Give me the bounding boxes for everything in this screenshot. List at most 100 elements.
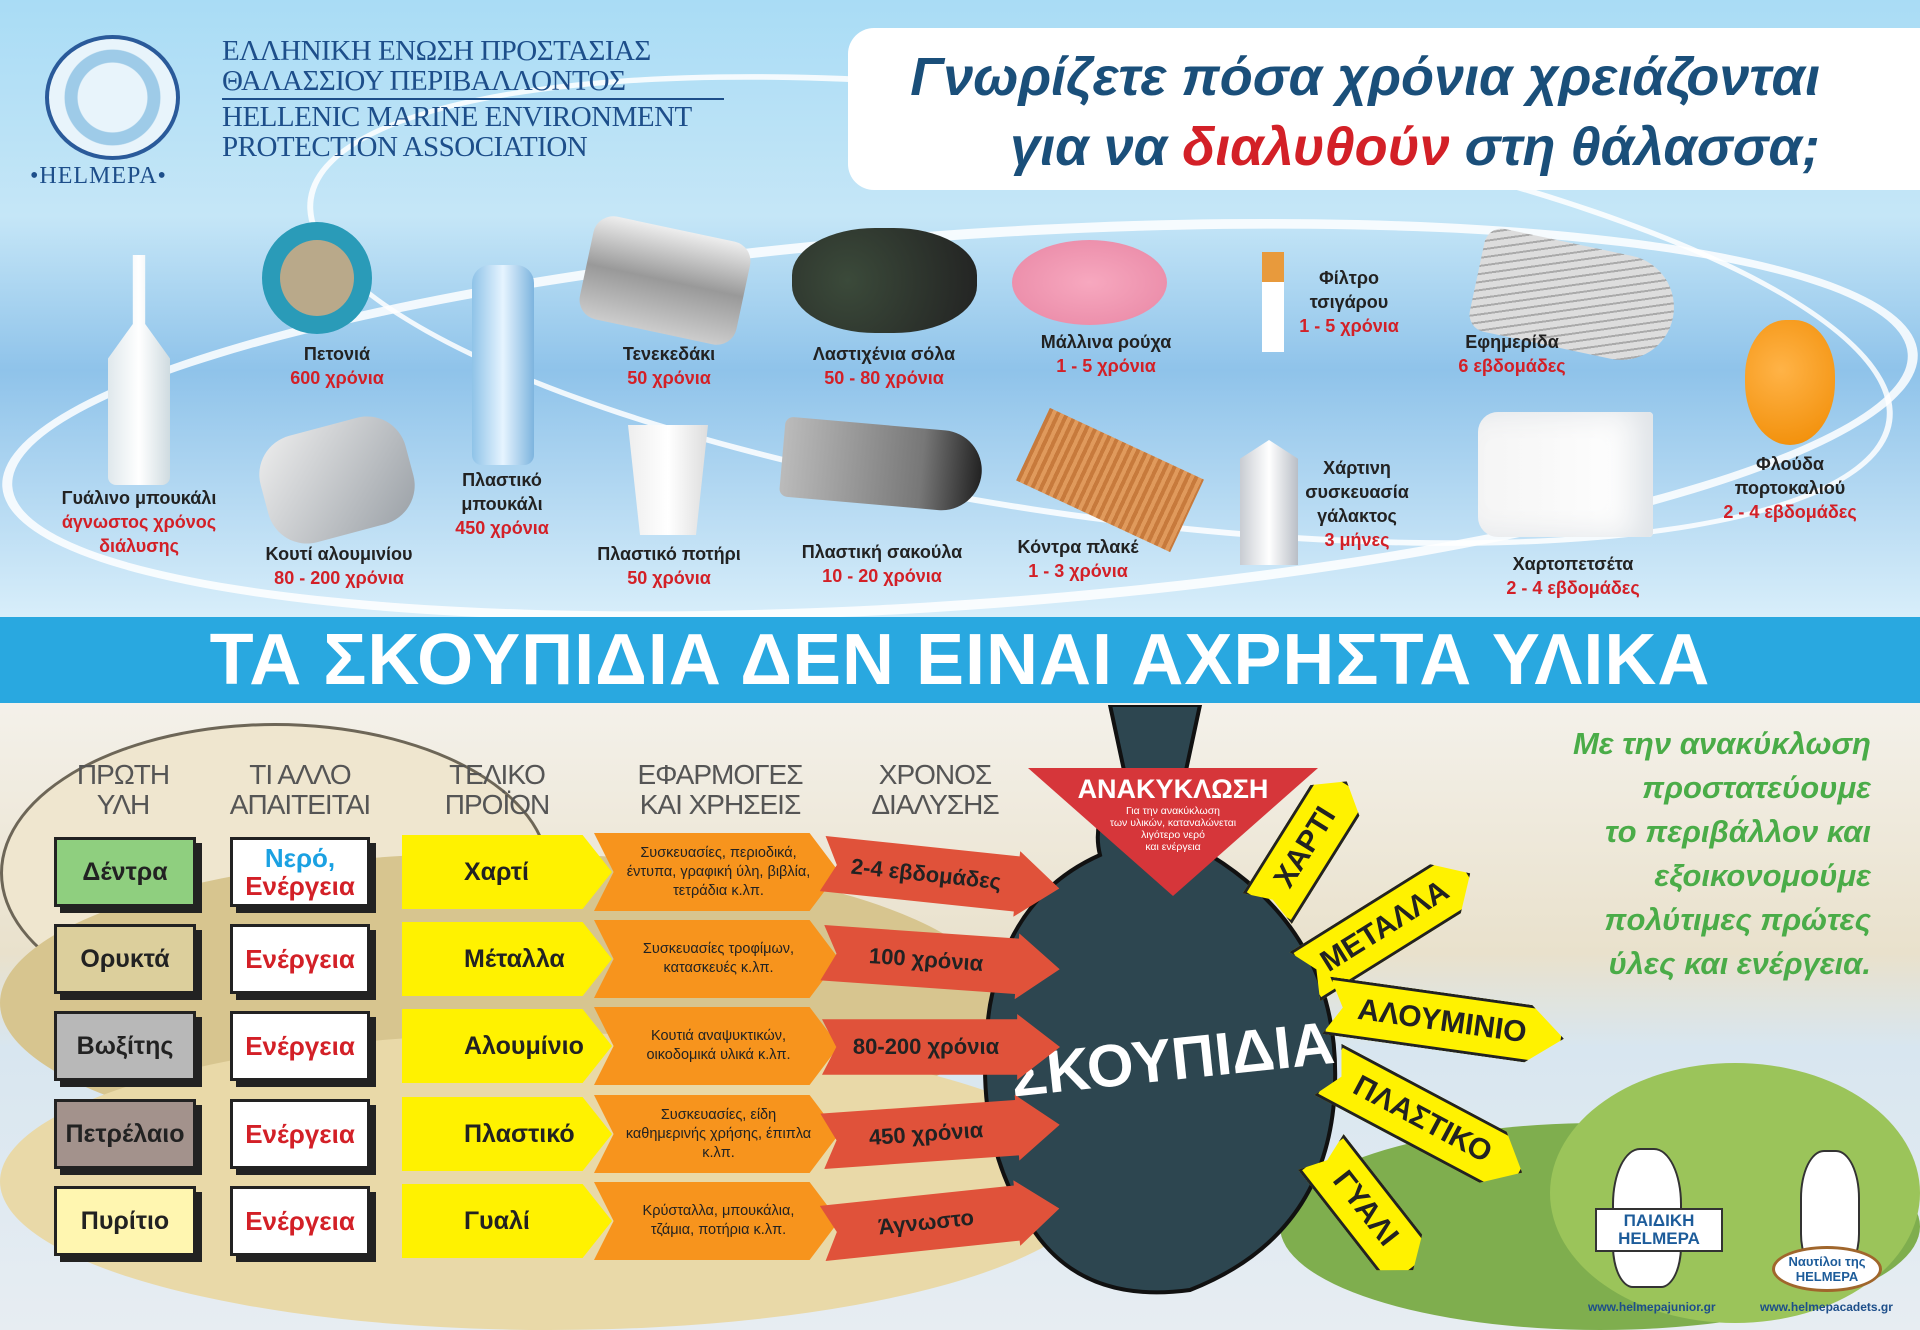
- item-name: Χάρτινη συσκευασία γάλακτος: [1305, 458, 1409, 526]
- product-box: Μέταλλα: [402, 922, 612, 996]
- item-name: Λαστιχένια σόλα: [812, 344, 956, 364]
- slogan: Με την ανακύκλωση προστατεύουμε το περιβ…: [1573, 722, 1871, 986]
- slogan-line: ύλες και ενέργεια.: [1608, 946, 1871, 981]
- uses-box: Συσκευασίες, είδη καθημερινής χρήσης, έπ…: [594, 1095, 839, 1173]
- time-arrow: 80-200 χρόνια: [822, 1014, 1060, 1080]
- sign-line: ΠΑΙΔΙΚΗ: [1623, 1211, 1695, 1230]
- requirement-water: Νερό,: [264, 843, 336, 873]
- item-name: Χαρτοπετσέτα: [1512, 554, 1634, 574]
- product-box: Χαρτί: [402, 835, 612, 909]
- item-time: 1 - 3 χρόνια: [1028, 561, 1128, 581]
- item-time: 3 μήνες: [1324, 530, 1390, 550]
- plastic-bottle-icon: [472, 265, 534, 465]
- banner: ΤΑ ΣΚΟΥΠΙΔΙΑ ΔΕΝ ΕΙΝΑΙ ΑΧΡΗΣΤΑ ΥΛΙΚΑ: [0, 617, 1920, 703]
- item-rubber-sole: Λαστιχένια σόλα 50 - 80 χρόνια: [813, 342, 955, 390]
- item-wool-clothes: Μάλλινα ρούχα 1 - 5 χρόνια: [1041, 330, 1172, 378]
- header-line: ΥΛΗ: [96, 789, 151, 820]
- item-name: Γυάλινο μπουκάλι: [61, 488, 217, 508]
- junior-url[interactable]: www.helmepajunior.gr: [1588, 1300, 1716, 1314]
- item-name: Πλαστική σακούλα: [801, 542, 963, 562]
- item-name: Τενεκεδάκι: [622, 344, 716, 364]
- milk-carton-icon: [1240, 440, 1298, 565]
- item-name: Κουτί αλουμινίου: [265, 544, 413, 564]
- item-time: άγνωστος χρόνος διάλυσης: [61, 512, 217, 556]
- requirements-box: Ενέργεια: [230, 1011, 370, 1081]
- requirements-box: Νερό,Ενέργεια: [230, 837, 370, 907]
- item-time: 2 - 4 εβδομάδες: [1723, 502, 1857, 522]
- fishing-line-reel-icon: [262, 222, 372, 334]
- wool-scarf-icon: [1012, 240, 1167, 325]
- uses-box: Κρύσταλλα, μπουκάλια, τζάμια, ποτήρια κ.…: [594, 1182, 839, 1260]
- title-box: Γνωρίζετε πόσα χρόνια χρειάζονται για να…: [848, 28, 1920, 190]
- item-name: Μάλλινα ρούχα: [1040, 332, 1172, 352]
- org-name-en-line: HELLENIC MARINE ENVIRONMENT: [222, 101, 692, 133]
- slogan-line: πολύτιμες πρώτες: [1604, 902, 1871, 937]
- header-line: ΕΦΑΡΜΟΓΕΣ: [637, 759, 803, 790]
- plastic-cup-icon: [628, 425, 708, 535]
- recycling-text: των υλικών, καταναλώνεται: [1109, 817, 1237, 829]
- item-plastic-cup: Πλαστικό ποτήρι 50 χρόνια: [597, 542, 741, 590]
- item-newspaper: Εφημερίδα 6 εβδομάδες: [1458, 330, 1565, 378]
- organization-name: ΕΛΛΗΝΙΚΗ ΕΝΩΣΗ ΠΡΟΣΤΑΣΙΑΣ ΘΑΛΑΣΣΙΟΥ ΠΕΡΙ…: [222, 36, 724, 162]
- item-time: 50 - 80 χρόνια: [824, 368, 944, 388]
- item-time: 2 - 4 εβδομάδες: [1506, 578, 1640, 598]
- slogan-line: προστατεύουμε: [1642, 770, 1871, 805]
- product-box: Πλαστικό: [402, 1097, 612, 1171]
- item-plastic-bag: Πλαστική σακούλα 10 - 20 χρόνια: [802, 540, 962, 588]
- recycling-title: ΑΝΑΚΥΚΛΩΣΗ: [1077, 774, 1269, 804]
- title-text: για να: [1010, 117, 1183, 177]
- requirements-box: Ενέργεια: [230, 924, 370, 994]
- item-name: Φίλτρο τσιγάρου: [1309, 268, 1389, 312]
- item-time: 6 εβδομάδες: [1458, 356, 1566, 376]
- org-name-gr-line: ΕΛΛΗΝΙΚΗ ΕΝΩΣΗ ΠΡΟΣΤΑΣΙΑΣ: [222, 35, 651, 67]
- requirements-box: Ενέργεια: [230, 1099, 370, 1169]
- orange-peel-icon: [1745, 320, 1835, 445]
- item-name: Πετονιά: [303, 344, 371, 364]
- item-name: Πλαστικό ποτήρι: [597, 544, 741, 564]
- raw-material-box: Πετρέλαιο: [54, 1099, 196, 1169]
- uses-box: Κουτιά αναψυκτικών, οικοδομικά υλικά κ.λ…: [594, 1007, 839, 1085]
- header-line: ΑΠΑΙΤΕΙΤΑΙ: [229, 789, 371, 820]
- item-paper-towel: Χαρτοπετσέτα 2 - 4 εβδομάδες: [1506, 552, 1639, 600]
- org-name-en-line: PROTECTION ASSOCIATION: [222, 131, 588, 163]
- uses-box: Συσκευασίες τροφίμων, κατασκευές κ.λπ.: [594, 920, 839, 998]
- item-time: 50 χρόνια: [627, 568, 711, 588]
- item-name: Εφημερίδα: [1465, 332, 1559, 352]
- item-tin-can: Τενεκεδάκι 50 χρόνια: [623, 342, 715, 390]
- raw-material-box: Βωξίτης: [54, 1011, 196, 1081]
- helmepa-seal-icon: [45, 35, 180, 160]
- divider: [222, 98, 724, 100]
- sign-line: HELMEPA: [1618, 1229, 1700, 1248]
- header-line: ΔΙΑΛΥΣΗΣ: [871, 789, 999, 820]
- item-time: 10 - 20 χρόνια: [822, 566, 942, 586]
- header-line: ΚΑΙ ΧΡΗΣΕΙΣ: [639, 789, 802, 820]
- item-glass-bottle: Γυάλινο μπουκάλι άγνωστος χρόνος διάλυσης: [54, 486, 224, 558]
- header-line: ΧΡΟΝΟΣ: [878, 759, 992, 790]
- cigarette-filter-icon: [1262, 252, 1284, 352]
- title-line-2: για να διαλυθούν στη θάλασσα;: [1010, 116, 1820, 178]
- header-line: ΠΡΩΤΗ: [76, 759, 170, 790]
- paper-towel-roll-icon: [1478, 412, 1653, 537]
- recycling-text: και ενέργεια: [1145, 841, 1201, 853]
- logo-text: •HELMEPA•: [30, 163, 167, 189]
- decomposition-section: •HELMEPA• ΕΛΛΗΝΙΚΗ ΕΝΩΣΗ ΠΡΟΣΤΑΣΙΑΣ ΘΑΛΑ…: [0, 0, 1920, 617]
- item-time: 80 - 200 χρόνια: [274, 568, 404, 588]
- slogan-line: εξοικονομούμε: [1654, 858, 1871, 893]
- title-highlight: διαλυθούν: [1182, 117, 1450, 177]
- item-milk-carton: Χάρτινη συσκευασία γάλακτος 3 μήνες: [1297, 456, 1417, 552]
- item-time: 600 χρόνια: [290, 368, 384, 388]
- cadets-url[interactable]: www.helmepacadets.gr: [1760, 1300, 1893, 1314]
- raw-material-box: Πυρίτιο: [54, 1186, 196, 1256]
- slogan-line: το περιβάλλον και: [1605, 814, 1871, 849]
- item-time: 50 χρόνια: [627, 368, 711, 388]
- item-time: 1 - 5 χρόνια: [1056, 356, 1156, 376]
- item-time: 1 - 5 χρόνια: [1299, 316, 1399, 336]
